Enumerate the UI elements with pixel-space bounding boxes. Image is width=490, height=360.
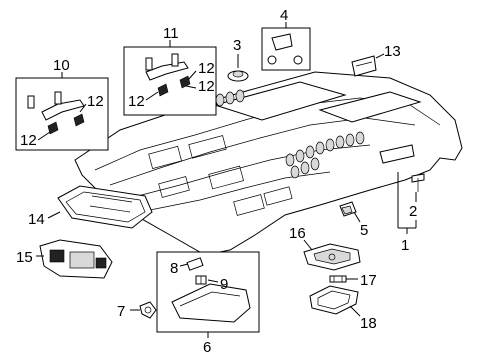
leader-12-d: [185, 85, 197, 89]
callout-12-a: 12: [87, 93, 104, 110]
callout-12-c: 12: [198, 60, 215, 77]
callout-3: 3: [233, 37, 241, 54]
leader-12-a: [79, 103, 87, 113]
callout-1: 1: [401, 237, 409, 254]
leader-9: [207, 279, 219, 283]
callout-12-d: 12: [198, 78, 215, 95]
leader-12-e: [145, 91, 159, 101]
callout-9: 9: [220, 276, 228, 293]
part-15-console-module: [39, 239, 113, 279]
part-2-fastener: [411, 173, 425, 192]
headliner-clip-cluster-rear: [285, 131, 365, 179]
leader-14: [47, 211, 61, 219]
part-16-map-lamp: [303, 243, 361, 271]
leader-12-c: [187, 70, 197, 81]
leader-8: [179, 263, 189, 267]
leader-12-b: [37, 131, 51, 141]
leader-18: [349, 305, 361, 317]
leader-13: [375, 53, 385, 59]
part-14-overhead-console: [57, 185, 153, 229]
callout-2: 2: [409, 203, 417, 220]
part-6-sun-visor-kit: [156, 251, 260, 333]
callout-6: 6: [203, 339, 211, 356]
callout-12-e: 12: [128, 93, 145, 110]
callout-15: 15: [16, 249, 33, 266]
part-4-bracket-kit: [261, 27, 311, 71]
callout-10: 10: [53, 57, 70, 74]
part-3-grommet: [227, 70, 249, 82]
callout-7: 7: [117, 303, 125, 320]
leader-1: [397, 172, 417, 234]
callout-5: 5: [360, 222, 368, 239]
part-17-bulb: [329, 275, 347, 283]
callout-4: 4: [280, 7, 288, 24]
part-10-grab-handle-kit: [15, 77, 109, 151]
callout-12-b: 12: [20, 132, 37, 149]
callout-8: 8: [170, 260, 178, 277]
part-18-lamp-lens: [309, 285, 359, 315]
callout-17: 17: [360, 272, 377, 289]
part-7-visor-clip: [139, 301, 157, 319]
part-11-grab-handle-kit: [123, 46, 217, 116]
callout-14: 14: [28, 211, 45, 228]
leader-5: [353, 211, 361, 223]
leader-16: [303, 239, 313, 251]
callout-16: 16: [289, 225, 306, 242]
callout-11: 11: [163, 25, 179, 42]
callout-13: 13: [384, 43, 401, 60]
part-9-bulb: [195, 275, 207, 285]
callout-18: 18: [360, 315, 377, 332]
part-13-clip: [351, 55, 377, 77]
part-5-clip: [339, 201, 357, 217]
